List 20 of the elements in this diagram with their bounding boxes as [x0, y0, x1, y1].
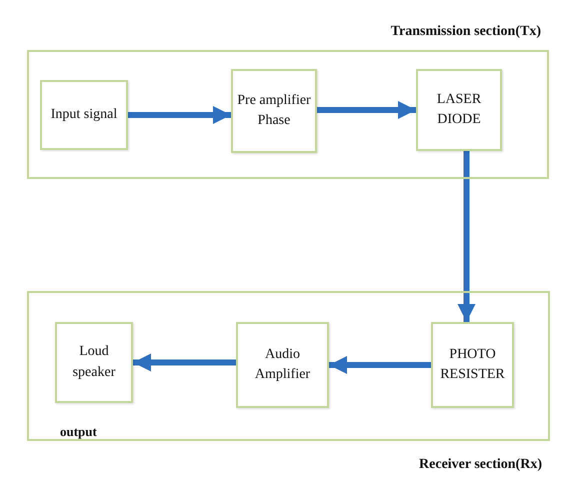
section-title: Receiver section(Rx) [419, 457, 542, 473]
arrow [329, 356, 431, 374]
box-label: Pre amplifier Phase [237, 92, 311, 130]
process-box [416, 69, 502, 151]
output-label: output [60, 424, 97, 440]
process-box [236, 322, 329, 408]
process-box [40, 80, 128, 150]
section-title: Transmission section(Tx) [390, 24, 541, 40]
arrow [133, 354, 236, 372]
box-label: Input signal [50, 106, 118, 124]
process-box [231, 69, 317, 153]
process-box [55, 322, 133, 403]
box-label: Loud speaker [72, 343, 116, 382]
box-label: PHOTO RESISTER [439, 346, 506, 384]
arrow [458, 151, 476, 322]
box-label: LASER DIODE [436, 90, 482, 129]
box-label: Audio Amplifier [254, 346, 312, 384]
process-box [431, 322, 514, 408]
arrow [128, 106, 231, 124]
arrow [317, 101, 416, 119]
